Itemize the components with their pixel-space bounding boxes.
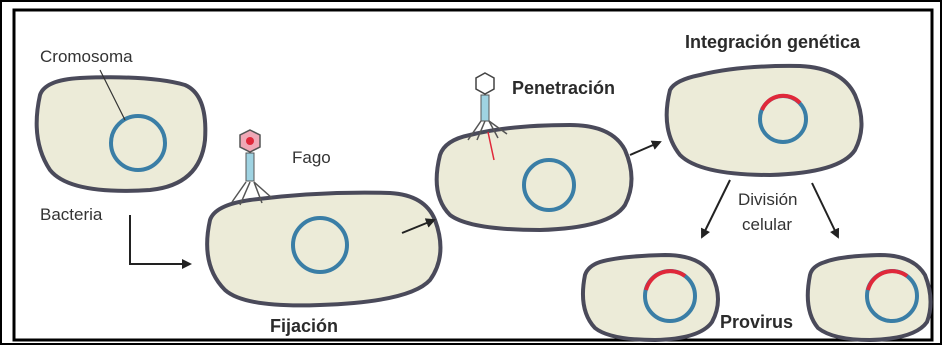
label-division-line1: División [738, 190, 798, 209]
label-fijacion: Fijación [270, 316, 338, 336]
arrow-division-right [812, 183, 838, 237]
bacterium-cell-penetracion [437, 125, 632, 230]
label-division-line2: celular [742, 215, 792, 234]
arrow-to-fijacion [130, 215, 190, 264]
arrow-division-left [702, 180, 730, 237]
bacterium-cell-integracion [667, 66, 862, 175]
label-fago: Fago [292, 148, 331, 167]
bacterium-cell-initial [37, 77, 206, 191]
label-provirus: Provirus [720, 312, 793, 332]
arrow-to-integracion [630, 142, 660, 155]
bacterium-cell-provirus-right [808, 255, 931, 340]
label-cromosoma: Cromosoma [40, 47, 133, 66]
label-penetracion: Penetración [512, 78, 615, 98]
bacterium-cell-fijacion [207, 193, 440, 306]
label-integracion-genetica: Integración genética [685, 32, 861, 52]
bacterium-cell-provirus-left [583, 255, 718, 340]
phage-icon-fijacion [232, 130, 272, 205]
label-bacteria: Bacteria [40, 205, 103, 224]
